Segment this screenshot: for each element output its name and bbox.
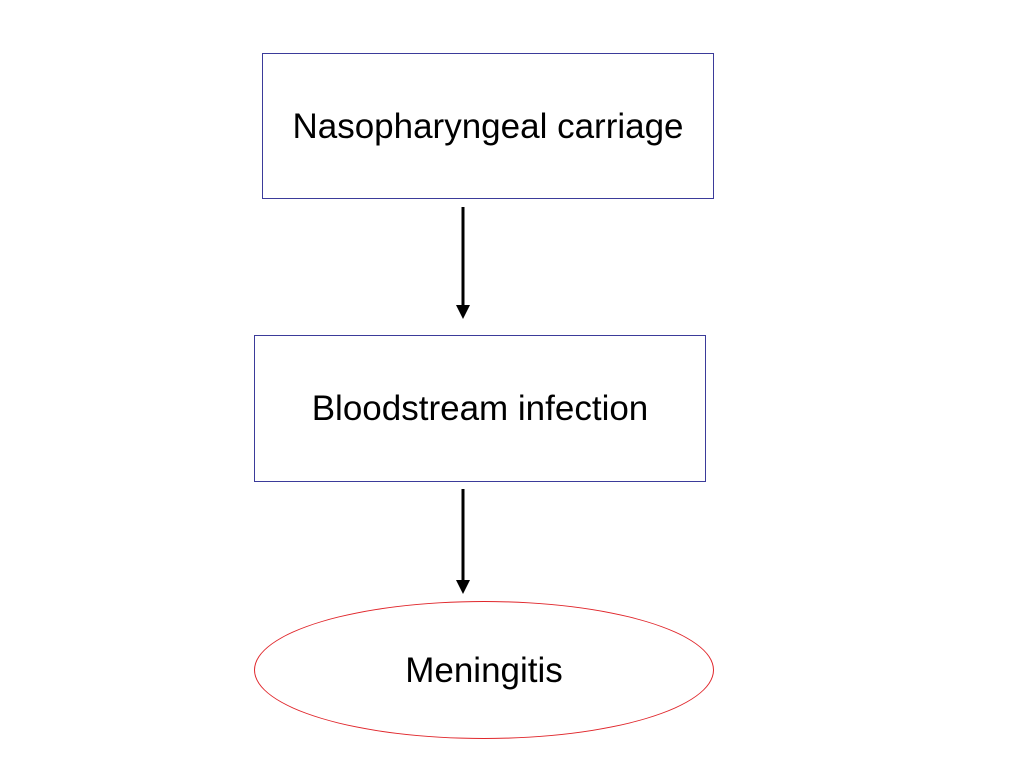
node-label: Meningitis [405,650,563,690]
arrow-head [456,580,470,594]
arrow-bloodstream-to-meningitis [456,489,470,594]
arrow-head [456,305,470,319]
node-meningitis: Meningitis [254,601,714,739]
node-label: Bloodstream infection [311,389,649,428]
node-bloodstream-infection: Bloodstream infection [254,335,706,482]
node-label: Nasopharyngeal carriage [292,106,684,146]
arrow-carriage-to-bloodstream [456,207,470,319]
node-nasopharyngeal-carriage: Nasopharyngeal carriage [262,53,714,199]
